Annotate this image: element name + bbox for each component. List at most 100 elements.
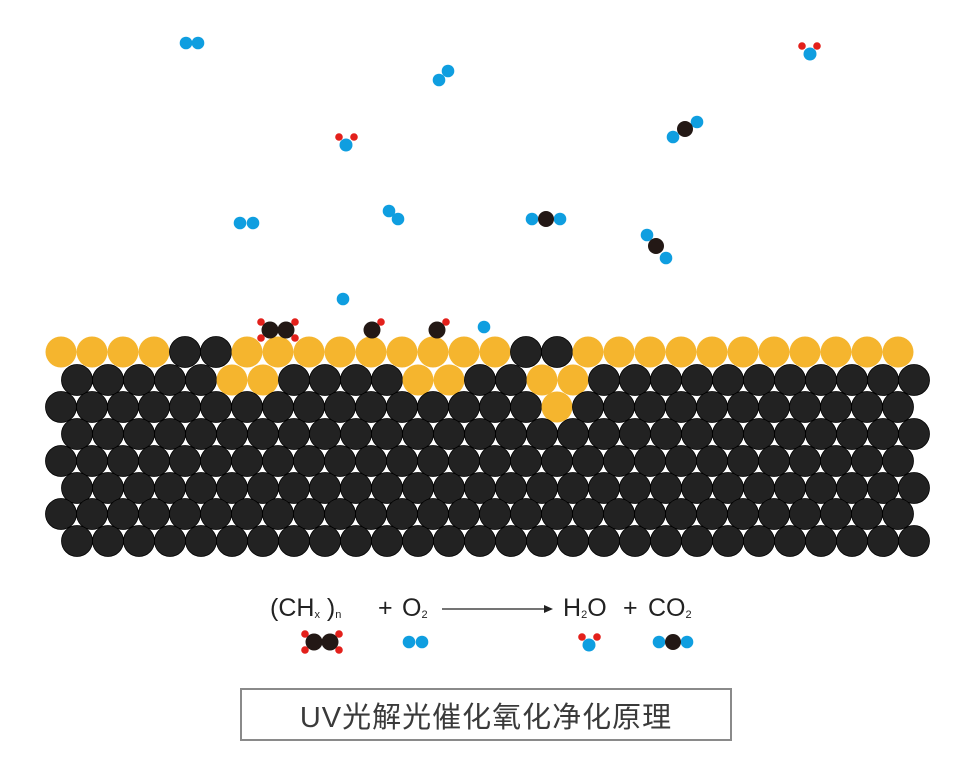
substrate-atom <box>169 336 201 368</box>
substrate-atom <box>727 445 759 477</box>
substrate-atom <box>805 364 837 396</box>
substrate-atom <box>882 445 914 477</box>
water-molecule <box>578 633 601 652</box>
oxygen-molecule <box>382 204 405 226</box>
oxygen-atom <box>382 204 396 218</box>
substrate-atom <box>479 498 511 530</box>
reaction-arrow-icon <box>442 605 553 613</box>
substrate-atom <box>92 364 124 396</box>
substrate-atom <box>495 525 527 557</box>
substrate-atom <box>45 498 77 530</box>
substrate-atom <box>603 391 635 423</box>
hydrogen-atom <box>335 646 343 654</box>
substrate-atom <box>169 445 201 477</box>
oxygen-atom <box>652 635 666 649</box>
catalyst-atom <box>851 336 883 368</box>
substrate-atom <box>340 418 372 450</box>
hydrocarbon-radical <box>363 318 385 339</box>
hydrogen-atom <box>593 633 601 641</box>
catalyst-surface <box>45 336 930 557</box>
substrate-atom <box>820 498 852 530</box>
substrate-atom <box>743 418 775 450</box>
substrate-atom <box>262 391 294 423</box>
substrate-atom <box>665 445 697 477</box>
substrate-atom <box>293 498 325 530</box>
substrate-atom <box>634 445 666 477</box>
substrate-atom <box>123 525 155 557</box>
catalyst-atom <box>45 336 77 368</box>
catalyst-atom <box>247 364 279 396</box>
substrate-atom <box>200 336 232 368</box>
product-carbon-dioxide: CO2 <box>648 594 692 622</box>
substrate-atom <box>371 364 403 396</box>
catalyst-atom <box>526 364 558 396</box>
substrate-atom <box>433 525 465 557</box>
substrate-atom <box>200 445 232 477</box>
substrate-atom <box>712 364 744 396</box>
substrate-atom <box>154 418 186 450</box>
substrate-atom <box>650 418 682 450</box>
substrate-atom <box>61 418 93 450</box>
substrate-atom <box>107 391 139 423</box>
substrate-atom <box>789 391 821 423</box>
substrate-atom <box>340 525 372 557</box>
legend-oxygen <box>402 635 429 649</box>
substrate-atom <box>898 418 930 450</box>
water-molecule <box>798 42 821 61</box>
substrate-atom <box>789 445 821 477</box>
catalyst-atom <box>231 336 263 368</box>
catalyst-atom <box>417 336 449 368</box>
oxygen-molecule <box>432 64 455 87</box>
substrate-atom <box>541 498 573 530</box>
substrate-atom <box>448 445 480 477</box>
substrate-atom <box>572 445 604 477</box>
carbon-atom <box>363 321 381 339</box>
substrate-atom <box>138 445 170 477</box>
substrate-atom <box>107 498 139 530</box>
oxygen-atom <box>680 635 694 649</box>
substrate-atom <box>247 418 279 450</box>
substrate-atom <box>45 391 77 423</box>
substrate-atom <box>185 418 217 450</box>
oxygen-radical <box>477 320 491 334</box>
substrate-atom <box>324 391 356 423</box>
substrate-atom <box>898 472 930 504</box>
substrate-atom <box>743 525 775 557</box>
substrate-atom <box>138 391 170 423</box>
oxygen-atom <box>339 138 353 152</box>
oxygen-atom <box>690 115 704 129</box>
substrate-atom <box>479 445 511 477</box>
substrate-atom <box>867 525 899 557</box>
hydrogen-atom <box>291 334 299 342</box>
substrate-atom <box>262 498 294 530</box>
catalyst-atom <box>882 336 914 368</box>
catalyst-atom <box>402 364 434 396</box>
substrate-atom <box>727 498 759 530</box>
substrate-atom <box>805 525 837 557</box>
catalyst-atom <box>696 336 728 368</box>
hydrogen-atom <box>350 133 358 141</box>
substrate-atom <box>510 391 542 423</box>
substrate-atom <box>588 418 620 450</box>
substrate-atom <box>200 391 232 423</box>
substrate-atom <box>293 445 325 477</box>
substrate-atom <box>45 445 77 477</box>
substrate-atom <box>76 391 108 423</box>
hydrogen-atom <box>257 334 265 342</box>
substrate-atom <box>634 391 666 423</box>
catalyst-atom <box>479 336 511 368</box>
substrate-atom <box>371 418 403 450</box>
substrate-atom <box>169 391 201 423</box>
substrate-atom <box>309 418 341 450</box>
substrate-atom <box>185 364 217 396</box>
substrate-atom <box>278 364 310 396</box>
diagram-title: UV光解光催化氧化净化原理 <box>240 688 732 741</box>
oxygen-atom <box>191 36 205 50</box>
carbon-atom <box>677 121 693 137</box>
hydrogen-atom <box>335 133 343 141</box>
substrate-atom <box>510 336 542 368</box>
substrate-atom <box>836 418 868 450</box>
substrate-atom <box>61 364 93 396</box>
hydrogen-atom <box>257 318 265 326</box>
substrate-atom <box>510 445 542 477</box>
